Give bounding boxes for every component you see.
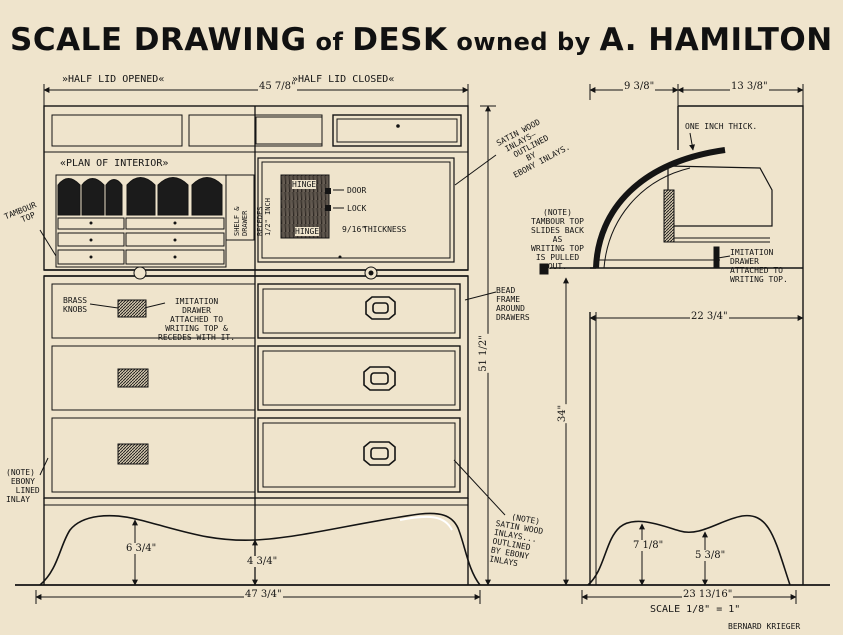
artist-signature: BERNARD KRIEGER — [728, 622, 801, 631]
shelf-note: SHELF &DRAWER — [233, 206, 249, 236]
plan-of-interior-label: «PLAN OF INTERIOR» — [60, 158, 169, 169]
dim-side-apron-left: 7 1/8" — [632, 540, 665, 551]
dim-side-width: 22 3/4" — [690, 311, 729, 322]
tambour-curve — [593, 147, 726, 269]
side-case — [677, 105, 804, 585]
dim-side-base-width: 23 13/16" — [682, 589, 734, 600]
dim-height-writing: 34" — [557, 403, 569, 424]
half-lid-closed-label: »HALF LID CLOSED« — [292, 74, 395, 85]
dim-side-top-right: 13 3/8" — [730, 81, 769, 92]
brass-knob — [117, 443, 149, 465]
one-inch-thick-label: ONE INCH THICK. — [685, 122, 758, 131]
front-lower-case — [43, 275, 469, 499]
scale-label: SCALE 1/8" = 1" — [650, 604, 741, 615]
thickness-value: 9/16" — [342, 225, 367, 234]
lock-label: LOCK — [347, 204, 367, 213]
hinge-label-bottom: HINGE — [295, 227, 320, 236]
dim-top-width: 45 7/8" — [258, 81, 297, 92]
dim-front-base-width: 47 3/4" — [244, 589, 283, 600]
dim-apron-center: 4 3/4" — [246, 556, 279, 567]
front-apron — [39, 512, 481, 586]
dim-side-apron-right: 5 3/8" — [694, 550, 727, 561]
pigeonhole-arches — [57, 177, 223, 216]
brass-knob — [117, 299, 147, 318]
side-apron — [587, 514, 791, 586]
dim-side-top-left: 9 3/8" — [623, 81, 656, 92]
dim-height-total: 51 1/2" — [477, 334, 489, 373]
drawer-pull — [363, 366, 396, 391]
page-title: SCALE DRAWING of DESK owned by A. HAMILT… — [10, 22, 833, 58]
thickness-label: THICKNESS — [363, 225, 407, 234]
hinge-label-top: HINGE — [292, 180, 317, 189]
dim-apron-left: 6 3/4" — [125, 543, 158, 554]
drawer-pull — [363, 441, 396, 466]
door-label: DOOR — [347, 186, 367, 195]
top-drawer-right — [332, 114, 462, 147]
brass-knob — [117, 368, 149, 388]
drawer-pull — [365, 296, 396, 320]
half-lid-opened-label: »HALF LID OPENED« — [62, 74, 165, 85]
